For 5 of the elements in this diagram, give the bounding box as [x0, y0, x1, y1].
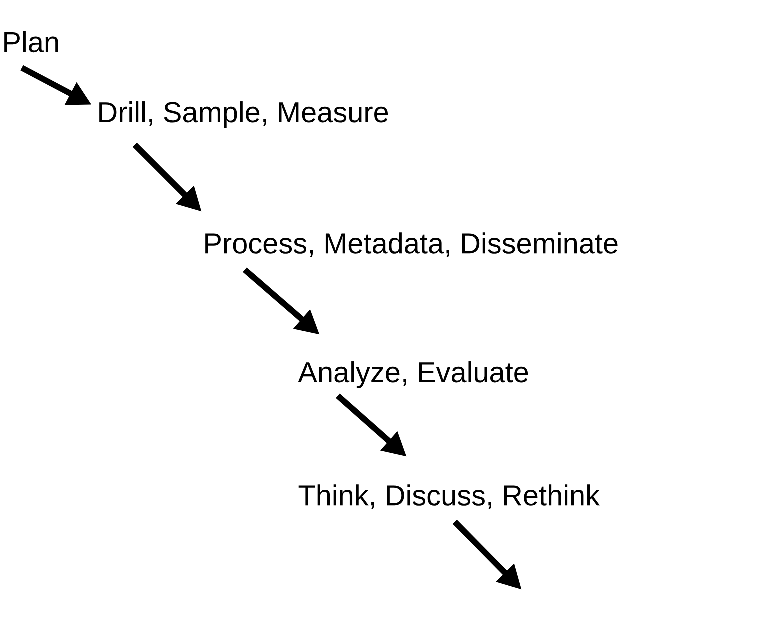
step-label: Analyze, Evaluate	[298, 362, 528, 388]
step-label: Plan	[4, 31, 58, 53]
step-label: Drill, Sample, Measure	[100, 102, 388, 128]
step-label: Process, Metadata, Disseminate	[206, 232, 618, 258]
step-label: Think, Discuss, Rethink	[298, 484, 600, 510]
